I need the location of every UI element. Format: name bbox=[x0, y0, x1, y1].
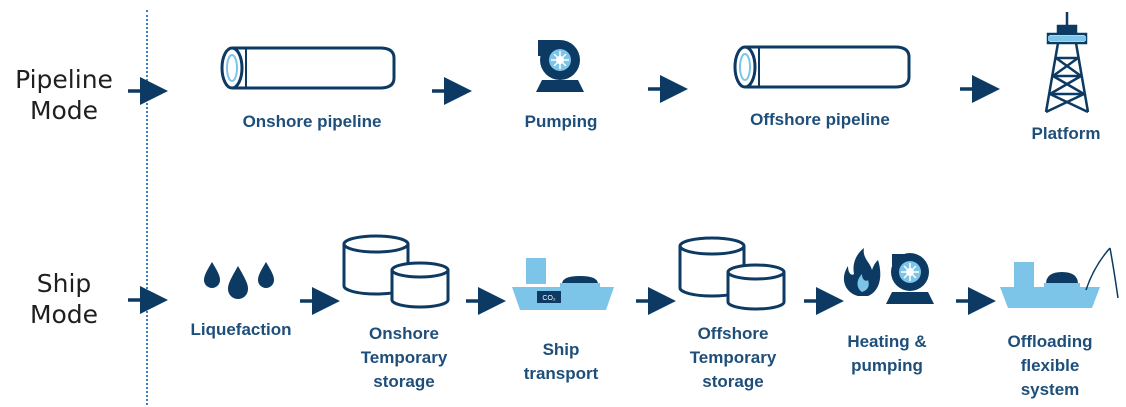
pipeline-mode-line1: Pipeline bbox=[15, 65, 113, 94]
offshore-pipeline-label: Offshore pipeline bbox=[750, 110, 890, 129]
offloading-ship-icon bbox=[1000, 247, 1119, 308]
onshore-pipe-icon bbox=[220, 46, 396, 90]
liquefaction-label: Liquefaction bbox=[190, 320, 292, 339]
ship-mode-line1: Ship bbox=[36, 269, 92, 298]
offshore-pipe-icon bbox=[733, 45, 911, 89]
heating-pump-icon bbox=[886, 253, 934, 304]
platform-label: Platform bbox=[1031, 124, 1101, 143]
onshore-storage-tanks-icon bbox=[342, 234, 450, 309]
pumping-label: Pumping bbox=[524, 112, 598, 131]
ship-mode-label: Ship Mode bbox=[4, 268, 124, 330]
platform-tower-icon bbox=[1044, 12, 1090, 114]
offshore-storage-tanks-icon bbox=[678, 236, 786, 311]
ship-transport-label: Ship transport bbox=[523, 340, 599, 383]
heating-pumping-label: Heating & pumping bbox=[847, 332, 927, 375]
droplets-icon bbox=[204, 262, 274, 299]
ship-co2-tag: CO₂ bbox=[542, 295, 556, 302]
mode-divider bbox=[146, 10, 148, 405]
ship-mode-line2: Mode bbox=[29, 300, 99, 329]
ship-transport-icon: CO₂ bbox=[512, 258, 614, 310]
flame-icon bbox=[843, 248, 881, 296]
onshore-temporary-storage-label: Onshore Temporary storage bbox=[360, 324, 448, 391]
pipeline-mode-label: Pipeline Mode bbox=[4, 64, 124, 126]
onshore-pipeline-label: Onshore pipeline bbox=[242, 112, 382, 131]
pump-icon bbox=[536, 40, 584, 92]
offshore-temporary-storage-label: Offshore Temporary storage bbox=[689, 324, 777, 391]
offloading-flexible-system-label: Offloading flexible system bbox=[1007, 332, 1093, 399]
pipeline-mode-line2: Mode bbox=[29, 96, 99, 125]
